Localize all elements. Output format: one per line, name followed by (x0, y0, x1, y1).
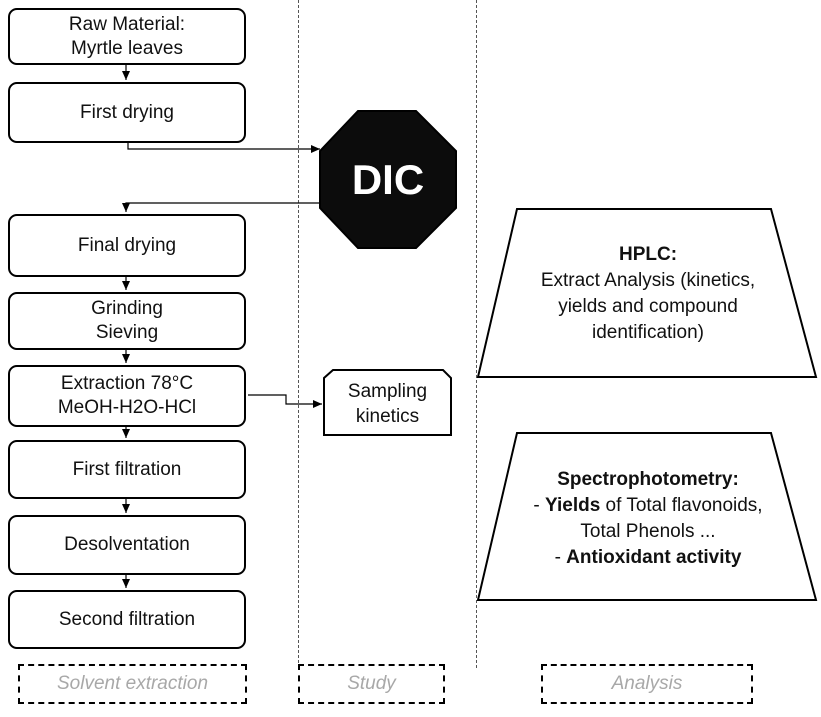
column-label-analysis: Analysis (541, 664, 753, 704)
step-second-filtration-label: Second filtration (58, 608, 196, 630)
spectro-trapezoid (476, 432, 818, 601)
step-extraction: Extraction 78°C MeOH-H2O-HCl (8, 365, 246, 427)
step-extraction-line1: Extraction 78°C (60, 373, 194, 394)
column-label-study: Study (298, 664, 445, 704)
hplc-trapezoid (476, 208, 818, 378)
hplc-text: HPLC: Extract Analysis (kinetics, yields… (498, 242, 798, 346)
step-raw-material: Raw Material: Myrtle leaves (8, 8, 246, 65)
hplc-title: HPLC: (618, 244, 678, 265)
sampling-shape (323, 369, 452, 436)
dic-label: DIC (351, 155, 425, 203)
spectro-line3: - Antioxidant activity (498, 545, 798, 571)
spectro-yields: Yields (545, 495, 601, 516)
step-first-drying: First drying (8, 82, 246, 143)
spectro-title: Spectrophotometry: (557, 469, 739, 490)
column-label-solvent-extraction: Solvent extraction (18, 664, 247, 704)
step-first-drying-label: First drying (80, 101, 174, 123)
arrow-first-drying-to-dic (127, 143, 320, 153)
step-raw-material-line1: Raw Material: (68, 13, 186, 35)
spectro-line1-prefix: - (533, 495, 546, 516)
step-grinding-line1: Grinding (91, 298, 163, 319)
step-final-drying-label: Final drying (77, 234, 177, 256)
hplc-line2: yields and compound (558, 296, 738, 317)
sampling-line2: kinetics (355, 405, 420, 427)
arrow-extraction-to-sampling (248, 394, 322, 408)
step-first-filtration: First filtration (8, 440, 246, 499)
line-dic-to-final-drying (125, 202, 322, 206)
column-divider-left (298, 0, 299, 668)
spectro-line1: - Yields of Total flavonoids, (498, 493, 798, 519)
step-grinding-sieving: Grinding Sieving (8, 292, 246, 350)
spectro-antioxidant: Antioxidant activity (566, 547, 742, 568)
hplc-line3: identification) (592, 322, 704, 343)
step-first-filtration-label: First filtration (72, 458, 182, 480)
step-grinding-line2: Sieving (95, 322, 159, 343)
spectro-text: Spectrophotometry: - Yields of Total fla… (498, 467, 798, 571)
sampling-line1: Sampling (347, 380, 428, 402)
hplc-line1: Extract Analysis (kinetics, (540, 270, 756, 291)
dic-octagon (319, 110, 457, 249)
spectro-line2: Total Phenols ... (580, 521, 716, 542)
sampling-text: Sampling kinetics (324, 372, 451, 435)
step-second-filtration: Second filtration (8, 590, 246, 649)
spectro-line3-prefix: - (554, 547, 567, 568)
spectro-line1-rest: of Total flavonoids, (600, 495, 763, 516)
step-raw-material-line2: Myrtle leaves (71, 37, 183, 59)
step-extraction-line2: MeOH-H2O-HCl (57, 397, 197, 418)
step-desolventation-label: Desolventation (64, 534, 190, 555)
step-desolventation: Desolventation (8, 515, 246, 575)
step-final-drying: Final drying (8, 214, 246, 277)
column-divider-right (476, 0, 477, 668)
